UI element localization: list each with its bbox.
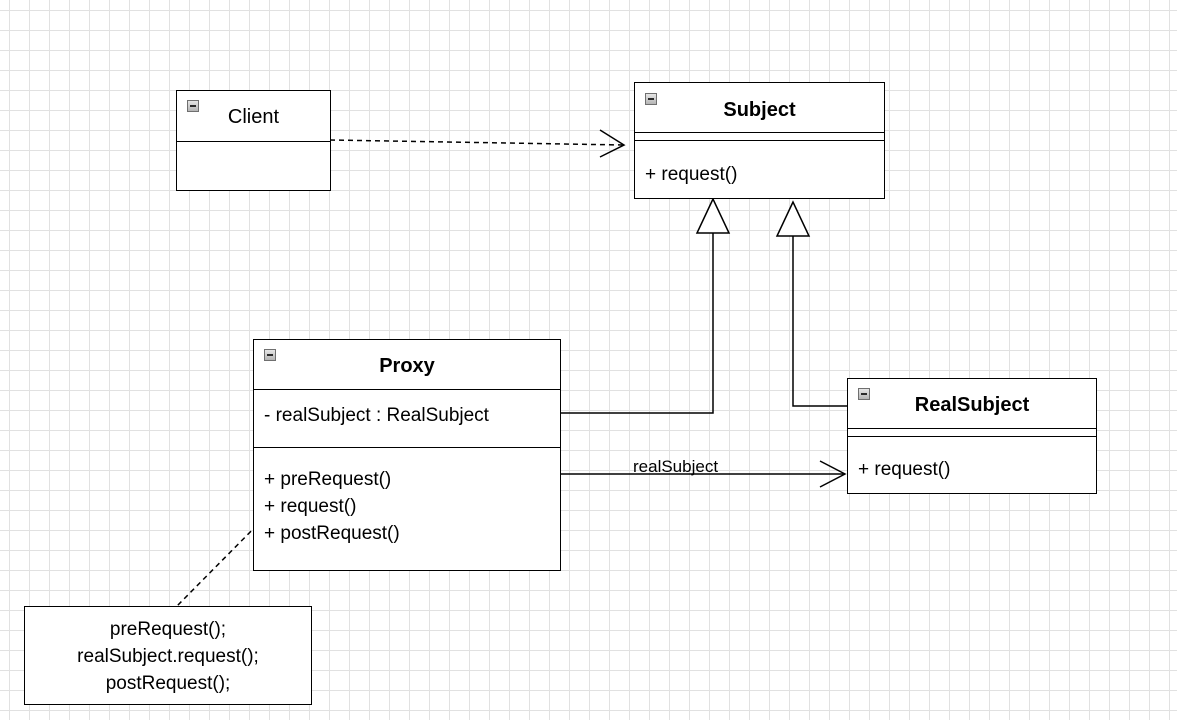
note-line-request: realSubject.request(); [77, 646, 259, 667]
realsubject-operation: + request() [858, 459, 951, 480]
subject-class-name: Subject [723, 99, 796, 121]
realsubject-generalization-line[interactable] [792, 236, 847, 407]
subject-divider-bottom [635, 140, 884, 141]
association-arrowhead [819, 460, 847, 488]
proxy-attribute: - realSubject : RealSubject [264, 405, 489, 426]
association-label: realSubject [633, 457, 719, 476]
subject-class[interactable]: Subject + request() [634, 82, 885, 199]
dependency-arrowhead [599, 129, 626, 158]
proxy-operation-postrequest: + postRequest() [264, 523, 400, 544]
proxy-class-name: Proxy [379, 355, 435, 377]
client-class-name: Client [227, 106, 280, 128]
realsubject-generalization-arrowhead [775, 200, 811, 237]
realsubject-divider-bottom [848, 436, 1096, 437]
collapse-icon[interactable] [187, 100, 199, 112]
proxy-operation-request: + request() [264, 496, 357, 517]
proxy-class[interactable]: Proxy - realSubject : RealSubject + preR… [253, 339, 561, 571]
collapse-icon[interactable] [264, 349, 276, 361]
proxy-divider-name [254, 389, 560, 390]
note-line-prerequest: preRequest(); [109, 619, 227, 640]
proxy-divider-attributes [254, 447, 560, 448]
proxy-generalization-line[interactable] [560, 233, 714, 414]
subject-divider-top [635, 132, 884, 133]
proxy-generalization-arrowhead [695, 197, 731, 234]
client-subject-dependency[interactable] [329, 139, 625, 146]
subject-operation: + request() [645, 164, 738, 185]
implementation-note[interactable]: preRequest(); realSubject.request(); pos… [24, 606, 312, 705]
realsubject-class[interactable]: RealSubject + request() [847, 378, 1097, 494]
client-divider [177, 141, 330, 142]
client-class[interactable]: Client [176, 90, 331, 191]
proxy-operation-prerequest: + preRequest() [264, 469, 392, 490]
collapse-icon[interactable] [645, 93, 657, 105]
collapse-icon[interactable] [858, 388, 870, 400]
realsubject-class-name: RealSubject [914, 394, 1030, 416]
note-line-postrequest: postRequest(); [105, 673, 231, 694]
realsubject-divider-top [848, 428, 1096, 429]
